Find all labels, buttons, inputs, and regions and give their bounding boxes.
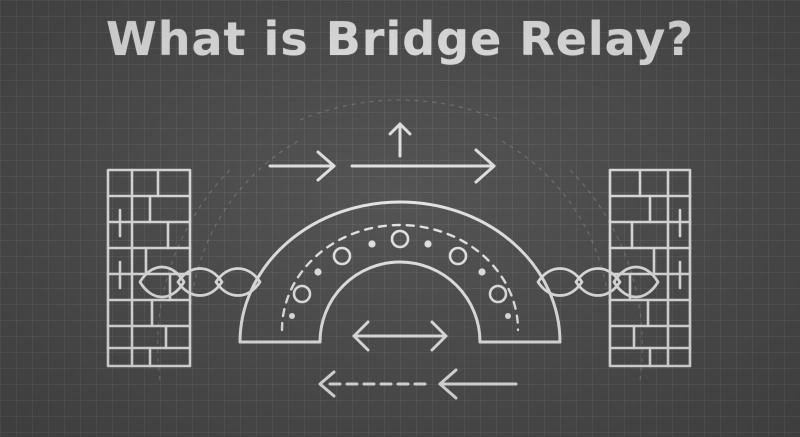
relay-node bbox=[292, 284, 312, 304]
right-chain-icon bbox=[536, 265, 660, 299]
arrow-right-short-icon bbox=[268, 150, 336, 182]
relay-node bbox=[448, 246, 468, 266]
relay-node bbox=[488, 284, 508, 304]
relay-node bbox=[390, 229, 410, 249]
left-chain-icon bbox=[138, 265, 262, 299]
bidirectional-arrow-icon bbox=[352, 320, 448, 352]
arrow-left-dashed-icon bbox=[318, 370, 430, 398]
arrow-right-long-icon bbox=[350, 148, 496, 184]
right-tower-icon bbox=[608, 168, 692, 368]
bottom-arrows bbox=[318, 368, 518, 400]
top-arrows bbox=[268, 122, 496, 184]
left-tower-icon bbox=[106, 168, 192, 368]
arrow-up-icon bbox=[388, 122, 412, 158]
arrow-left-icon bbox=[438, 368, 518, 400]
relay-nodes bbox=[292, 229, 508, 304]
arch-bridge-icon bbox=[238, 200, 562, 344]
relay-dots bbox=[289, 240, 511, 319]
relay-path bbox=[280, 223, 520, 332]
page-title: What is Bridge Relay? bbox=[106, 12, 694, 66]
relay-node bbox=[332, 246, 352, 266]
background-arcs bbox=[157, 99, 643, 381]
